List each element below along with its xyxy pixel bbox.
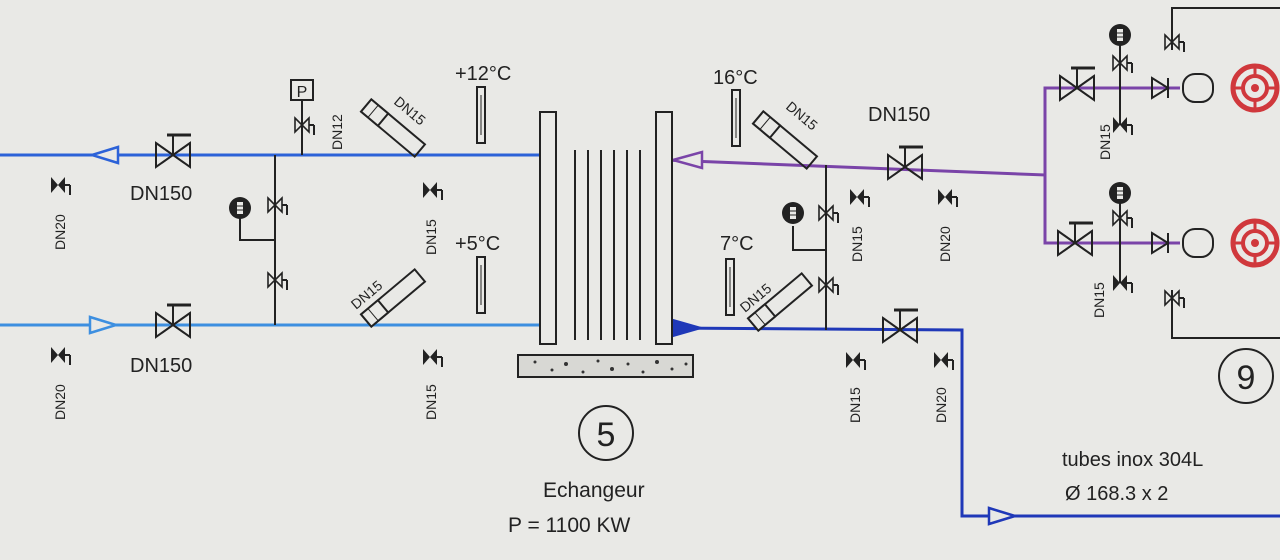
label-dn20: DN20: [937, 226, 953, 262]
label-dn15-angled: DN15: [783, 98, 821, 133]
pipe-top-right-branch: [1043, 175, 1180, 245]
bypass-valve-icon: [818, 205, 839, 224]
check-valve-icon: [1151, 76, 1170, 100]
thermometer-icon: [476, 86, 486, 144]
pressure-gauge-icon: [1108, 181, 1132, 205]
svg-text:9: 9: [1237, 359, 1256, 397]
label-dn15: DN15: [849, 226, 865, 262]
temp-inlet-right: 16°C: [713, 67, 758, 89]
bypass-valve-icon: [1112, 55, 1133, 74]
pump-group: [1151, 66, 1277, 265]
pressure-gauge-icon: [781, 201, 805, 225]
temp-outlet-right: 7°C: [720, 233, 754, 255]
label-dn150-top-right: DN150: [868, 104, 930, 126]
bypass-valve-icon: [1112, 210, 1133, 229]
flow-arrow-outlet: [987, 506, 1020, 526]
drain-valve-icon: [1112, 274, 1133, 294]
note-tube-dimension: Ø 168.3 x 2: [1065, 483, 1168, 505]
bypass-valve-icon: [1164, 34, 1185, 53]
drain-valve-icon: [849, 188, 870, 208]
flow-arrow-top-left: [87, 145, 120, 165]
label-dn15: DN15: [423, 219, 439, 255]
flex-coupling-icon: [1182, 73, 1214, 103]
main-valve-pump-1: [1058, 66, 1097, 102]
pressure-indicator-icon: P: [290, 79, 314, 101]
temp-inlet-left: +5°C: [455, 233, 500, 255]
label-dn20: DN20: [52, 214, 68, 250]
exchanger-name: Echangeur: [543, 479, 645, 502]
flow-arrow-top-right: [668, 150, 704, 170]
thermometer-icon: [725, 258, 735, 316]
heat-exchanger: [517, 111, 694, 378]
pipe-bottom-right: [664, 326, 1280, 518]
label-dn15: DN15: [423, 384, 439, 420]
bypass-valve-icon: [267, 197, 288, 216]
check-valve-icon: [1151, 231, 1170, 255]
temp-outlet-left: +12°C: [455, 63, 511, 85]
pipe-top-right: [664, 86, 1180, 177]
flex-coupling-icon: [1182, 228, 1214, 258]
drain-valve-icon: [933, 351, 954, 371]
flow-arrow-bottom-left: [88, 315, 121, 335]
pump-group-number-badge: 9: [1218, 348, 1274, 404]
drain-valve-icon: [845, 351, 866, 371]
label-dn150-bottom-left: DN150: [130, 355, 192, 377]
flow-arrow-bottom-right: [672, 318, 705, 338]
drain-valve-icon: [937, 188, 958, 208]
label-dn15: DN15: [1091, 282, 1107, 318]
svg-text:5: 5: [597, 416, 616, 454]
note-tube-material: tubes inox 304L: [1062, 449, 1203, 471]
label-dn15-angled: DN15: [391, 93, 429, 128]
label-dn12: DN12: [329, 114, 345, 150]
exchanger-power: P = 1100 KW: [508, 514, 631, 537]
pump-icon: [1233, 221, 1277, 265]
label-dn150-top-left: DN150: [130, 183, 192, 205]
thermometer-icon: [731, 89, 741, 147]
label-dn15: DN15: [847, 387, 863, 423]
drain-valve-icon: [50, 346, 71, 366]
label-dn20: DN20: [52, 384, 68, 420]
drain-valve-icon: [422, 348, 443, 368]
drain-valve-icon: [1112, 116, 1133, 136]
main-valve-top-right: [886, 145, 925, 181]
bypass-valve-icon: [818, 277, 839, 296]
exchanger-number-badge: 5: [578, 405, 634, 461]
pressure-gauge-icon: [228, 196, 252, 220]
main-valve-bottom-right: [881, 308, 920, 344]
bypass-valve-icon: [1164, 290, 1185, 309]
label-dn15: DN15: [1097, 124, 1113, 160]
main-valve-top-left: [154, 133, 193, 169]
thermometer-icon: [476, 256, 486, 314]
drain-valve-icon: [50, 176, 71, 196]
svg-text:P: P: [297, 84, 308, 101]
exchanger-base: [517, 354, 694, 378]
bypass-valve-icon: [294, 117, 315, 136]
bypass-valve-icon: [267, 272, 288, 291]
main-valve-pump-2: [1056, 221, 1095, 257]
label-dn20: DN20: [933, 387, 949, 423]
drain-valve-icon: [422, 181, 443, 201]
pressure-gauge-icon: [1108, 23, 1132, 47]
pump-icon: [1233, 66, 1277, 110]
main-valve-bottom-left: [154, 303, 193, 339]
